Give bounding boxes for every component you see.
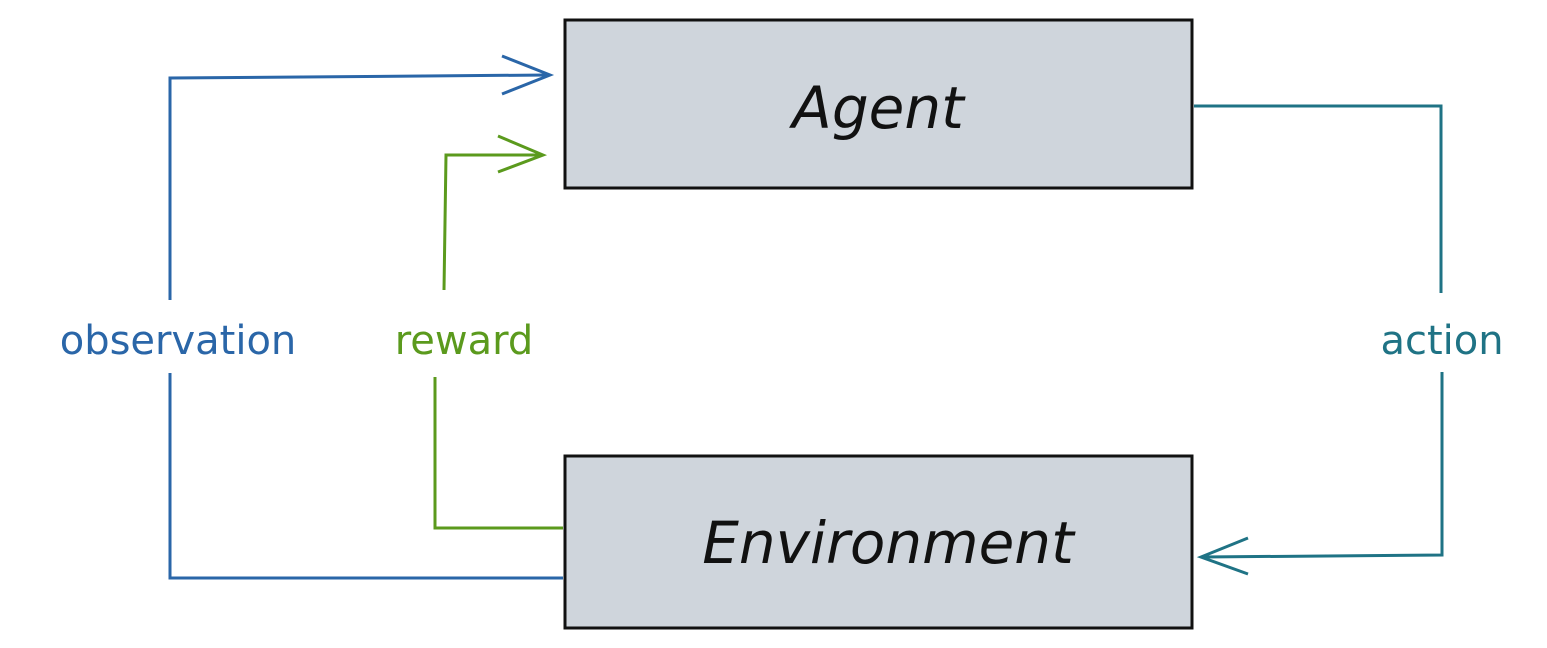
reward-label: reward — [395, 318, 534, 364]
reward-line-lower — [433, 377, 563, 530]
observation-label: observation — [60, 318, 297, 364]
action-arrowhead — [1196, 536, 1249, 576]
agent-node: Agent — [563, 18, 1194, 190]
observation-line-lower — [168, 373, 563, 580]
action-line-lower — [1202, 372, 1444, 559]
observation-arrowhead — [501, 54, 555, 96]
agent-label: Agent — [788, 74, 966, 142]
action-edge — [1194, 104, 1444, 576]
reward-line-upper — [442, 153, 541, 291]
agent-box — [563, 18, 1194, 190]
environment-box — [563, 454, 1194, 630]
action-label: action — [1380, 318, 1503, 364]
action-line-upper — [1194, 104, 1443, 293]
environment-node: Environment — [563, 454, 1194, 630]
observation-edge — [168, 54, 563, 580]
reward-arrowhead — [497, 134, 548, 174]
environment-label: Environment — [702, 509, 1076, 577]
observation-line-upper — [168, 73, 549, 300]
reward-edge — [433, 134, 563, 530]
